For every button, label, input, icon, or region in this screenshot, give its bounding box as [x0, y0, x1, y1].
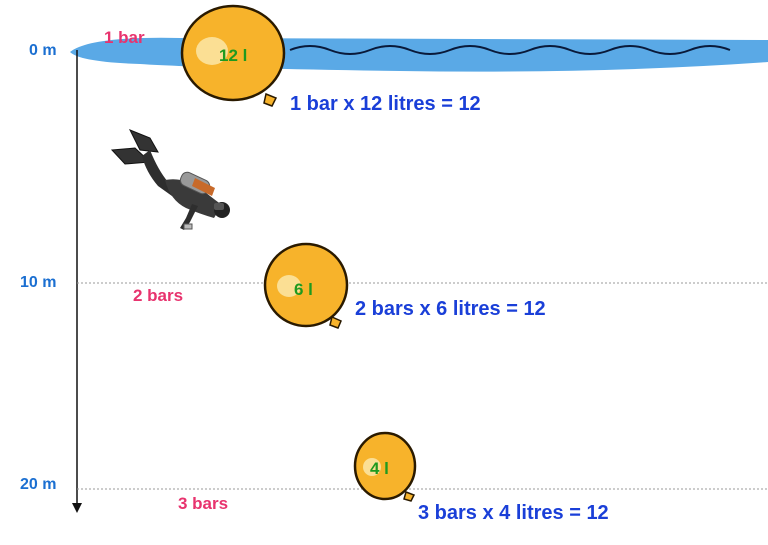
depth-axis-arrow	[72, 503, 82, 513]
diver-icon	[110, 129, 230, 230]
depth-label-10m: 10 m	[20, 274, 57, 291]
wave-line	[289, 45, 731, 55]
depth-label-20m: 20 m	[20, 476, 57, 493]
pressure-label-1bar: 1 bar	[104, 28, 145, 47]
balloon-volume-4l: 4 l	[370, 459, 389, 478]
depth-label-0m: 0 m	[29, 42, 57, 59]
balloon-10m	[263, 242, 349, 329]
balloon-0m	[180, 4, 286, 107]
pressure-label-3bars: 3 bars	[178, 494, 229, 513]
water-surface	[70, 37, 768, 72]
equation-2bars: 2 bars x 6 litres = 12	[355, 298, 546, 320]
balloon-volume-6l: 6 l	[294, 280, 313, 299]
balloon-20m	[353, 431, 417, 502]
pressure-label-2bars: 2 bars	[133, 286, 184, 305]
equation-3bars: 3 bars x 4 litres = 12	[418, 502, 609, 524]
equation-1bar: 1 bar x 12 litres = 12	[290, 93, 481, 115]
balloon-volume-12l: 12 l	[219, 46, 248, 65]
